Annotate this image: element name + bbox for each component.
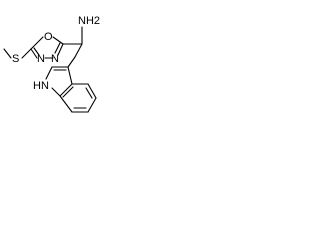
bond-n3-c2 <box>57 43 64 56</box>
bond-n1-c7a <box>51 87 61 97</box>
bond-o1-c5 <box>30 36 44 50</box>
bond-n3-c2-double <box>54 42 61 54</box>
bond-c4-c5 <box>87 83 97 99</box>
atom-s: S <box>12 53 19 65</box>
bond-c3a-c3 <box>67 66 73 85</box>
atom-o: O <box>44 31 53 43</box>
bond-c7-c7a <box>59 95 73 113</box>
atom-nh2: NH2 <box>78 15 100 27</box>
bond-c7a-c3a-double <box>62 86 74 98</box>
bond-methyl-s <box>3 48 12 59</box>
bond-s-c5 <box>21 48 32 59</box>
atom-labels: S O N N NH2 HN <box>12 15 100 92</box>
bond-c2-o1 <box>52 36 64 45</box>
bond-c5-n4-double <box>33 47 40 56</box>
bonds <box>3 26 97 113</box>
bond-c5-n4 <box>30 48 38 59</box>
atom-n-left: N <box>37 53 45 65</box>
bond-c4-c5-double <box>85 87 93 99</box>
atom-indole-hn: HN <box>33 80 49 92</box>
bond-c2i-n1 <box>45 66 53 80</box>
bond-c7a-c3a <box>59 83 73 97</box>
bond-calpha-ch2 <box>74 43 83 58</box>
chemical-structure-diagram: S O N N NH2 HN <box>3 15 100 113</box>
bond-c5-c6 <box>87 97 97 113</box>
atom-n-right: N <box>51 53 59 65</box>
bond-ch2-c3 <box>67 56 76 68</box>
